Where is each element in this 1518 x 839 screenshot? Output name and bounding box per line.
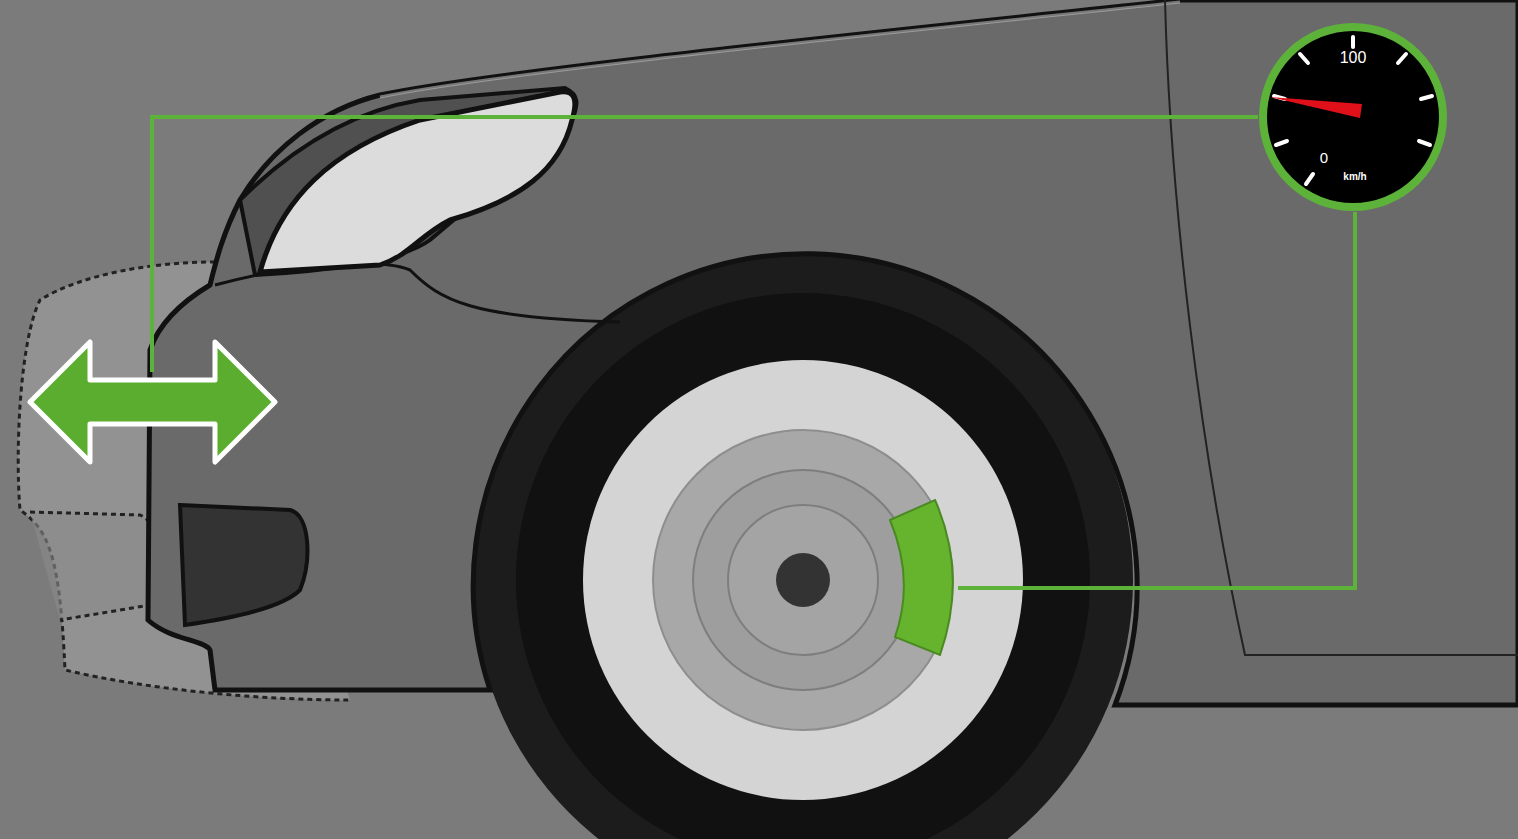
- brake-pad: [890, 500, 953, 655]
- disc-ring: [728, 505, 878, 655]
- disc-ring: [693, 470, 913, 690]
- gauge-scale-label: 100: [1340, 49, 1367, 67]
- grille: [180, 505, 307, 625]
- distance-arrow: [30, 342, 275, 462]
- gauge-face: [1263, 27, 1443, 207]
- ghost-grille: [30, 512, 160, 620]
- gauge-scale-label: 0: [1320, 149, 1328, 166]
- gauge-tick: [1351, 37, 1355, 47]
- tire: [516, 293, 1090, 839]
- gauge-scale-label: km/h: [1343, 171, 1366, 182]
- wheel-rim: [583, 360, 1023, 800]
- gauge-tick: [1274, 96, 1285, 99]
- gauge-tick: [1276, 141, 1287, 145]
- gauge-tick: [1419, 141, 1430, 145]
- signal-wire: [958, 212, 1355, 588]
- brake-disc: [653, 430, 953, 730]
- gauge-tick: [1421, 96, 1432, 99]
- gauge-needle: [1270, 97, 1362, 118]
- speedometer-gauge: 100 0 km/h: [1258, 22, 1448, 212]
- door-line: [1165, 0, 1518, 655]
- signal-wire: [152, 117, 1258, 372]
- gauge-tick: [1300, 54, 1308, 63]
- hood-highlight: [380, 2, 1180, 97]
- gauge-tick: [1398, 54, 1406, 63]
- gauge-tick: [1306, 174, 1313, 184]
- wheel-hub: [776, 553, 830, 607]
- gauge-ticks: [1274, 37, 1432, 184]
